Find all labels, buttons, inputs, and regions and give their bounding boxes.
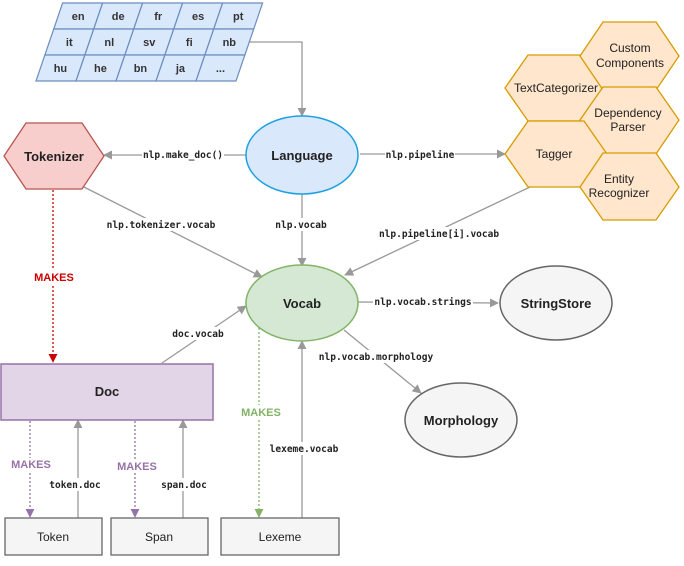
language-code: nb	[223, 37, 237, 49]
edge-label-span-doc: span.doc	[158, 478, 210, 491]
svg-text:Dependency: Dependency	[594, 106, 661, 120]
svg-text:Recognizer: Recognizer	[589, 186, 650, 200]
svg-text:Vocab: Vocab	[283, 296, 321, 311]
svg-text:MAKES: MAKES	[11, 459, 51, 471]
svg-text:nlp.vocab: nlp.vocab	[275, 220, 327, 231]
svg-text:MAKES: MAKES	[117, 461, 157, 473]
svg-text:nlp.make_doc(): nlp.make_doc()	[143, 150, 223, 161]
svg-text:Lexeme: Lexeme	[259, 530, 302, 544]
edge-label-vocab: nlp.vocab	[273, 218, 329, 231]
svg-text:Entity: Entity	[604, 172, 634, 186]
svg-text:Doc: Doc	[95, 384, 120, 399]
language-code: pt	[233, 11, 244, 23]
svg-text:Token: Token	[37, 530, 69, 544]
language-code: bn	[134, 63, 148, 75]
svg-text:lexeme.vocab: lexeme.vocab	[270, 444, 339, 455]
dependency-parser-node: Dependency Parser	[579, 86, 680, 155]
svg-text:Span: Span	[145, 530, 173, 544]
edge-tokenizer-vocab	[81, 185, 263, 278]
language-code: he	[94, 63, 107, 75]
edge-label-pipeline-i-vocab: nlp.pipeline[i].vocab	[379, 227, 499, 240]
entity-recognizer-node: Entity Recognizer	[579, 152, 680, 221]
svg-text:Tagger: Tagger	[536, 147, 573, 161]
language-cell: nb	[204, 28, 255, 56]
stringstore-node: StringStore	[499, 265, 613, 341]
language-code: fr	[154, 11, 163, 23]
language-code: hu	[54, 63, 67, 75]
svg-text:nlp.tokenizer.vocab: nlp.tokenizer.vocab	[107, 220, 216, 231]
edge-label-doc-vocab: doc.vocab	[170, 327, 226, 340]
language-code: en	[72, 11, 85, 23]
language-cell: pt	[212, 2, 264, 30]
svg-text:MAKES: MAKES	[241, 407, 281, 419]
svg-text:Components: Components	[596, 56, 664, 70]
language-cell: ...	[195, 54, 246, 82]
language-code: fi	[186, 37, 193, 49]
edge-label-strings: nlp.vocab.strings	[373, 295, 473, 308]
svg-text:Morphology: Morphology	[424, 413, 499, 428]
makes-label-vocab-lexeme: MAKES	[239, 405, 283, 419]
language-node: Language	[245, 115, 359, 195]
token-node: Token	[4, 517, 103, 556]
makes-label-doc-span: MAKES	[115, 459, 159, 473]
lexeme-node: Lexeme	[220, 517, 340, 556]
tagger-node: Tagger	[504, 120, 608, 188]
svg-text:Language: Language	[271, 148, 332, 163]
language-code: ...	[216, 63, 225, 75]
edge-label-make-doc: nlp.make_doc()	[142, 148, 224, 161]
edge-label-token-doc: token.doc	[46, 478, 104, 491]
language-code-grid: en de fr es pt it nl sv fi nb hu he bn ja...	[35, 2, 264, 82]
svg-text:token.doc: token.doc	[49, 480, 100, 491]
language-code: it	[66, 37, 73, 49]
tokenizer-node: Tokenizer	[3, 122, 105, 190]
svg-text:nlp.pipeline: nlp.pipeline	[386, 150, 455, 161]
svg-text:MAKES: MAKES	[34, 272, 74, 284]
svg-text:Custom: Custom	[609, 41, 650, 55]
svg-text:TextCategorizer: TextCategorizer	[514, 81, 598, 95]
edge-label-morphology: nlp.vocab.morphology	[318, 350, 434, 363]
edge-languages-to-language	[246, 41, 307, 117]
svg-text:span.doc: span.doc	[161, 480, 207, 491]
language-code: es	[192, 11, 204, 23]
makes-label-tokenizer-doc: MAKES	[32, 270, 76, 284]
custom-components-node: Custom Components	[579, 21, 680, 91]
svg-text:StringStore: StringStore	[521, 296, 592, 311]
svg-text:doc.vocab: doc.vocab	[172, 329, 224, 340]
morphology-node: Morphology	[404, 382, 518, 458]
span-node: Span	[110, 517, 209, 556]
svg-text:nlp.vocab.morphology: nlp.vocab.morphology	[319, 352, 434, 363]
language-code: nl	[104, 37, 114, 49]
svg-text:Tokenizer: Tokenizer	[24, 149, 84, 164]
svg-text:nlp.vocab.strings: nlp.vocab.strings	[374, 297, 471, 308]
svg-text:Parser: Parser	[610, 120, 645, 134]
edge-label-lexeme-vocab: lexeme.vocab	[267, 442, 341, 455]
language-code: sv	[143, 37, 156, 49]
edge-label-pipeline: nlp.pipeline	[385, 148, 455, 161]
language-code: ja	[175, 63, 186, 75]
doc-node: Doc	[0, 363, 214, 421]
svg-text:nlp.pipeline[i].vocab: nlp.pipeline[i].vocab	[379, 229, 499, 240]
vocab-node: Vocab	[245, 264, 359, 342]
makes-label-doc-token: MAKES	[9, 458, 53, 472]
language-code: de	[112, 11, 125, 23]
edge-label-tokenizer-vocab: nlp.tokenizer.vocab	[106, 218, 216, 231]
